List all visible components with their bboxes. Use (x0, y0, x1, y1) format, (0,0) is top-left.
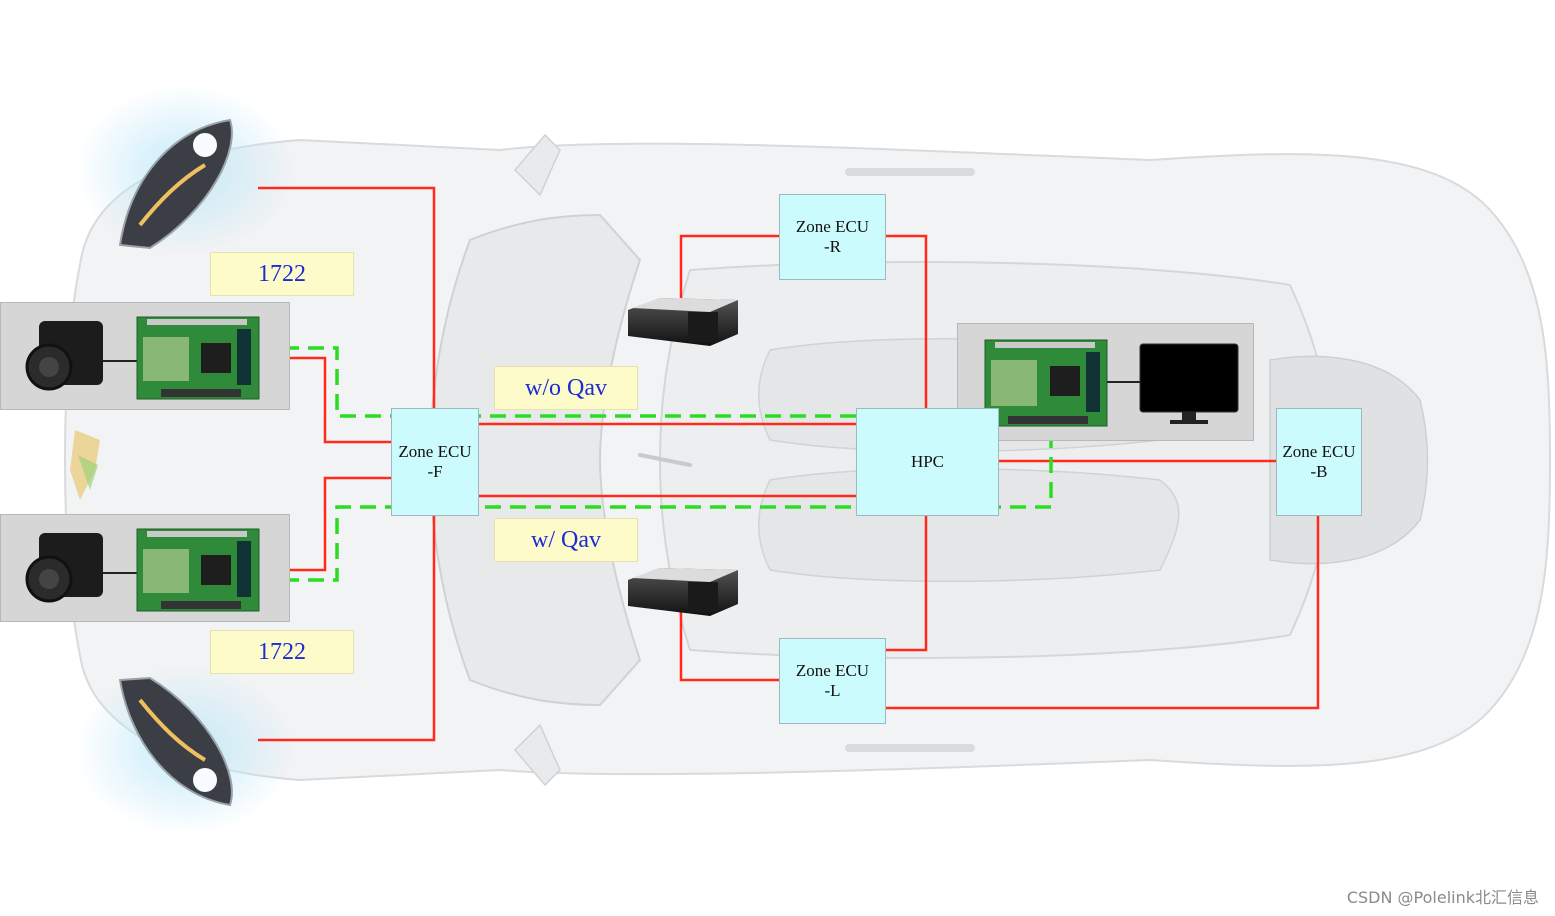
dev-board-icon (136, 528, 260, 612)
zone-ecu-r-line1: Zone ECU (795, 217, 870, 236)
link-zoner-hpc (884, 234, 928, 408)
protocol-label-top: 1722 (210, 252, 354, 296)
dev-board-icon (136, 316, 260, 400)
zone-ecu-f-line2: -F (427, 462, 443, 481)
link-zonel-hpc (884, 514, 928, 652)
with-qav-label: w/ Qav (494, 518, 638, 562)
camera-panel-bottom (0, 514, 290, 622)
brand-emblem-icon (70, 430, 100, 500)
camera-panel-top (0, 302, 290, 410)
zone-ecu-l-line1: Zone ECU (795, 661, 870, 680)
link-headlight-bottom (258, 514, 436, 742)
link-zoneb-zonel (884, 514, 1320, 710)
zone-ecu-b: Zone ECU -B (1276, 408, 1362, 516)
headlight-icon (75, 85, 295, 255)
link-zonel-lidar (679, 612, 779, 682)
zone-ecu-b-line1: Zone ECU (1282, 442, 1356, 461)
zone-ecu-f-line1: Zone ECU (398, 442, 472, 461)
zone-ecu-r: Zone ECU -R (779, 194, 886, 280)
camera-icon (25, 321, 137, 391)
zone-ecu-b-line2: -B (1310, 462, 1328, 481)
link-zoner-lidar (679, 234, 779, 298)
zone-ecu-f: Zone ECU -F (391, 408, 479, 516)
stream-bottom (258, 400, 1053, 582)
wired-links (258, 186, 1320, 742)
headlight-icon (75, 665, 295, 835)
camera-icon (25, 533, 137, 603)
hpc-label: HPC (910, 452, 945, 471)
hpc: HPC (856, 408, 999, 516)
without-qav-label: w/o Qav (494, 366, 638, 410)
protocol-label-bottom: 1722 (210, 630, 354, 674)
zone-ecu-l: Zone ECU -L (779, 638, 886, 724)
link-headlight-top (258, 186, 436, 408)
lidar-icon (628, 298, 738, 346)
link-camera-top (258, 356, 392, 444)
dev-board-icon (984, 339, 1108, 427)
display-panel (957, 323, 1254, 441)
zone-ecu-r-line2: -R (824, 237, 841, 256)
zone-ecu-l-line2: -L (824, 681, 841, 700)
link-camera-bottom (258, 476, 392, 572)
watermark: CSDN @Polelink北汇信息 (1346, 888, 1539, 907)
monitor-icon (1139, 343, 1239, 424)
lidar-icon (628, 568, 738, 616)
